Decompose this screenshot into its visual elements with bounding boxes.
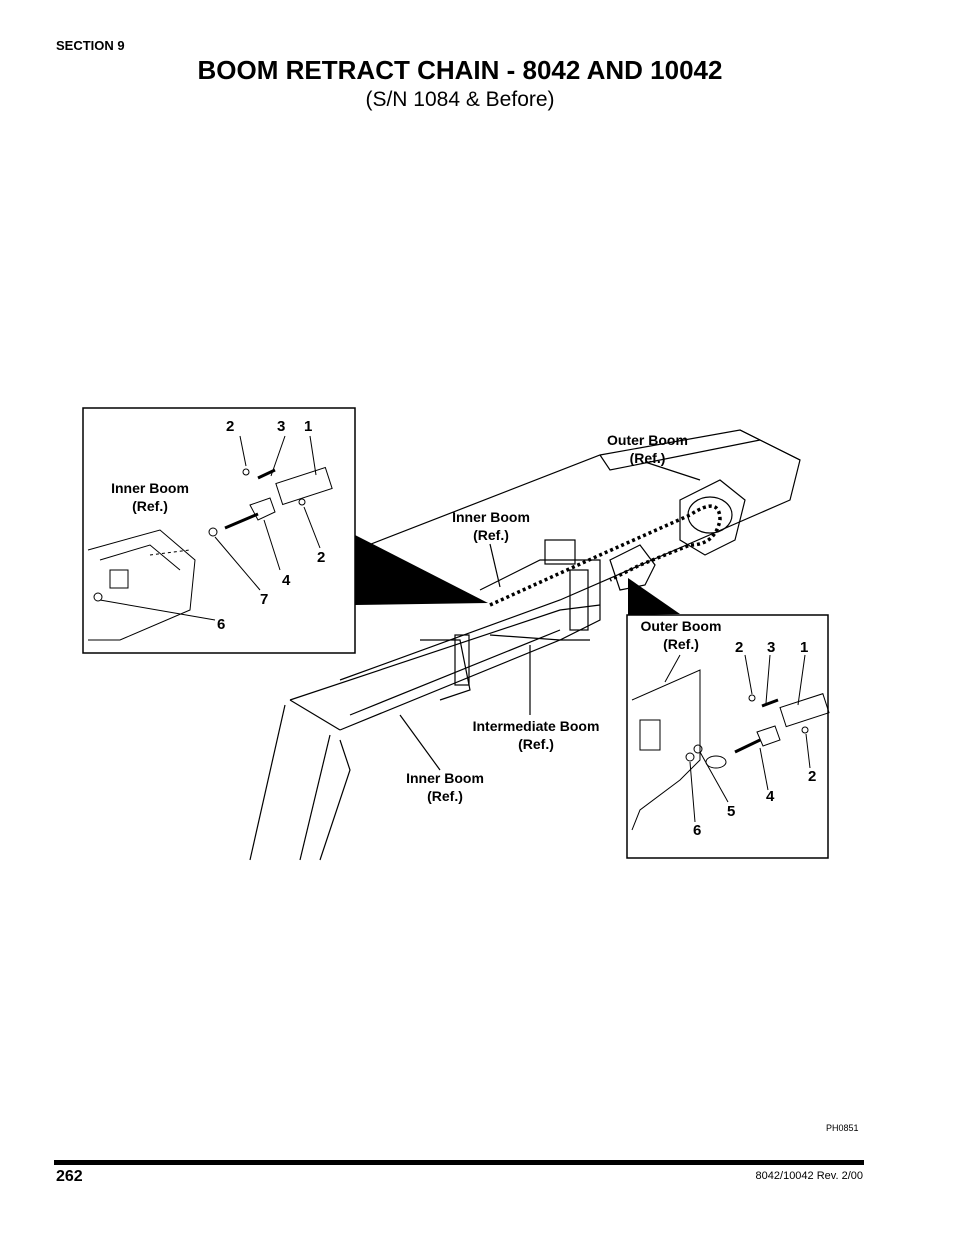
left-inset-drawing [87, 466, 333, 641]
right-inset-label-line2: (Ref.) [663, 636, 699, 652]
right-inset-pointer [628, 578, 680, 615]
intermediate-boom-label-line2: (Ref.) [518, 736, 554, 752]
right-callout-2-top: 2 [735, 639, 744, 656]
right-callout-3: 3 [767, 639, 776, 656]
left-callout-6: 6 [217, 616, 226, 633]
section-label: SECTION 9 [56, 38, 125, 53]
footer-rule [54, 1160, 864, 1165]
left-callout-7: 7 [260, 591, 269, 608]
left-inset-pointer [355, 535, 488, 605]
left-inset-label-line1: Inner Boom [111, 480, 189, 496]
intermediate-boom-label-line1: Intermediate Boom [472, 718, 600, 734]
revision-label: 8042/10042 Rev. 2/00 [755, 1170, 863, 1182]
page-number: 262 [56, 1168, 83, 1185]
main-leader-lines [399, 461, 701, 771]
right-inset-label: Outer Boom (Ref.) [630, 617, 732, 653]
left-callout-2-top: 2 [226, 418, 235, 435]
left-inset-label: Inner Boom (Ref.) [95, 479, 205, 515]
right-inset-leaders [664, 654, 811, 823]
retract-chain [489, 504, 722, 607]
inner-boom-top-label-line2: (Ref.) [473, 527, 509, 543]
right-callout-2-bottom: 2 [808, 768, 817, 785]
left-inset-leaders [99, 435, 321, 621]
right-callout-1: 1 [800, 639, 809, 656]
outer-boom-label: Outer Boom (Ref.) [590, 431, 705, 467]
left-callout-3: 3 [277, 418, 286, 435]
intermediate-boom-label: Intermediate Boom (Ref.) [456, 717, 616, 753]
left-callout-2-bottom: 2 [317, 549, 326, 566]
left-callout-4: 4 [282, 572, 291, 589]
right-callout-5: 5 [727, 803, 736, 820]
right-callout-6: 6 [693, 822, 702, 839]
inner-boom-bottom-label-line1: Inner Boom [406, 770, 484, 786]
boom-assembly-drawing [249, 429, 801, 861]
inner-boom-bottom-label: Inner Boom (Ref.) [390, 769, 500, 805]
left-inset-label-line2: (Ref.) [132, 498, 168, 514]
right-callout-4: 4 [766, 788, 775, 805]
inner-boom-top-label: Inner Boom (Ref.) [436, 508, 546, 544]
left-inset-frame [82, 407, 356, 654]
outer-boom-label-line1: Outer Boom [607, 432, 688, 448]
page-subtitle: (S/N 1084 & Before) [365, 88, 555, 111]
right-inset-drawing [631, 669, 830, 831]
left-callout-1: 1 [304, 418, 313, 435]
figure-code: PH0851 [826, 1123, 859, 1133]
inner-boom-top-label-line1: Inner Boom [452, 509, 530, 525]
outer-boom-label-line2: (Ref.) [629, 450, 666, 466]
right-inset-label-line1: Outer Boom [640, 618, 722, 634]
page-title: BOOM RETRACT CHAIN - 8042 AND 10042 [197, 55, 723, 85]
inner-boom-bottom-label-line2: (Ref.) [427, 788, 463, 804]
